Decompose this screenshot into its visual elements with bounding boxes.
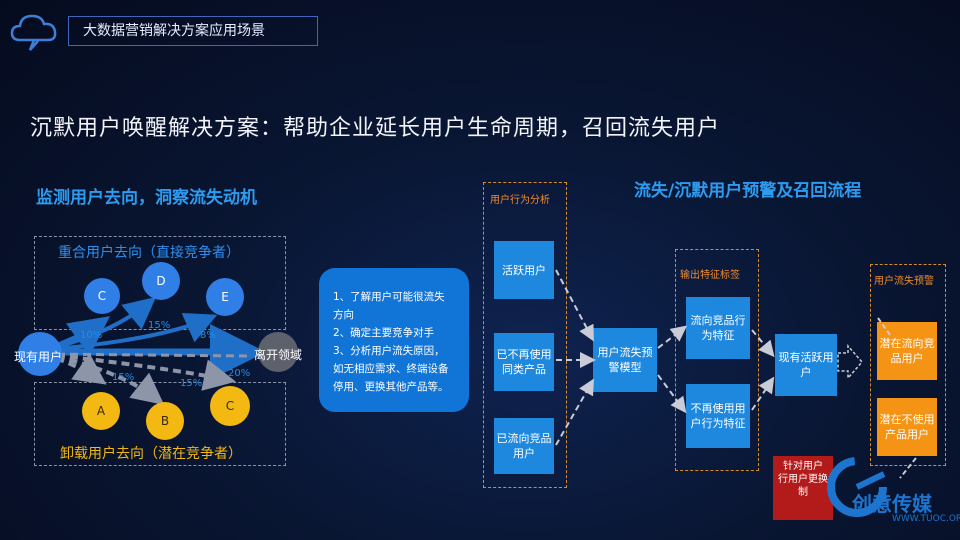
potential-no-use-user-box: 潜在不使用产品用户 (877, 398, 937, 456)
current-active-users-box: 现有活跃用户 (775, 334, 837, 396)
targeted-action-box: 针对用户 行用户更换 制 (773, 456, 833, 520)
competitor-behavior-feature-box: 流向竞品行为特征 (686, 297, 750, 359)
behavior-analysis-caption: 用户行为分析 (490, 195, 550, 206)
pct-label: 15% (112, 372, 135, 383)
red-note-line: 制 (798, 487, 808, 498)
pct-label: 8% (200, 330, 216, 341)
pct-label: 15% (180, 378, 203, 389)
potential-node-b: B (146, 402, 184, 440)
potential-node-a: A (82, 392, 120, 430)
current-users-label: 现有用户 (14, 350, 63, 364)
churn-warning-panel (870, 264, 946, 466)
competitor-node-e: E (206, 278, 244, 316)
churn-warning-model-box: 用户流失预警模型 (593, 328, 657, 392)
active-user-box: 活跃用户 (494, 241, 554, 299)
main-title: 沉默用户唤醒解决方案：帮助企业延长用户生命周期，召回流失用户 (30, 116, 721, 141)
note-line: 方向 (333, 309, 354, 321)
watermark-url: WWW.TUOC.ORG (892, 514, 960, 524)
feature-tags-panel (675, 249, 759, 471)
competitor-node-c: C (84, 278, 120, 314)
direct-competitor-box (34, 236, 286, 330)
note-line: 1、了解用户可能很流失 (333, 291, 445, 303)
leave-domain-node (258, 332, 298, 372)
header-title-box: 大数据营销解决方案应用场景 (68, 16, 318, 46)
watermark-logo-icon (827, 457, 887, 517)
behavior-analysis-panel (483, 182, 567, 488)
note-line: 2、确定主要竞争对手 (333, 327, 435, 339)
process-flow-arrows (555, 269, 917, 479)
note-line: 停用、更换其他产品等。 (333, 381, 449, 393)
pct-label: 10% (80, 330, 103, 341)
no-use-behavior-feature-box: 不再使用用户行为特征 (686, 384, 750, 448)
stopped-using-box: 已不再使用同类产品 (494, 333, 554, 391)
red-note-line: 行用户更换 (778, 474, 828, 485)
competitor-node-d: D (142, 262, 180, 300)
cloud-logo-icon (10, 14, 57, 51)
potential-competitor-caption: 卸载用户去向（潜在竞争者） (60, 446, 242, 462)
leave-domain-label: 离开领域 (254, 348, 303, 362)
watermark-text: 创意传媒 (852, 492, 932, 516)
left-section-title: 监测用户去向，洞察流失动机 (36, 188, 257, 208)
pct-label: 15% (148, 320, 171, 331)
insight-note-card: 1、了解用户可能很流失 方向 2、确定主要竞争对手 3、分析用户流失原因， 如无… (319, 268, 469, 412)
current-users-node (18, 332, 62, 376)
potential-node-c: C (210, 386, 250, 426)
churned-to-competitor-box: 已流向竞品用户 (494, 418, 554, 474)
red-note-line: 针对用户 (783, 461, 823, 472)
churn-warning-caption: 用户流失预警 (874, 276, 934, 287)
note-line: 如无相应需求、终端设备 (333, 363, 449, 375)
right-section-title: 流失/沉默用户预警及召回流程 (634, 181, 862, 201)
note-line: 3、分析用户流失原因， (333, 345, 445, 357)
header-title: 大数据营销解决方案应用场景 (83, 23, 265, 39)
direct-competitor-caption: 重合用户去向（直接竞争者） (58, 245, 240, 261)
pct-label: 20% (228, 368, 251, 379)
feature-tags-caption: 输出特征标签 (680, 270, 740, 281)
